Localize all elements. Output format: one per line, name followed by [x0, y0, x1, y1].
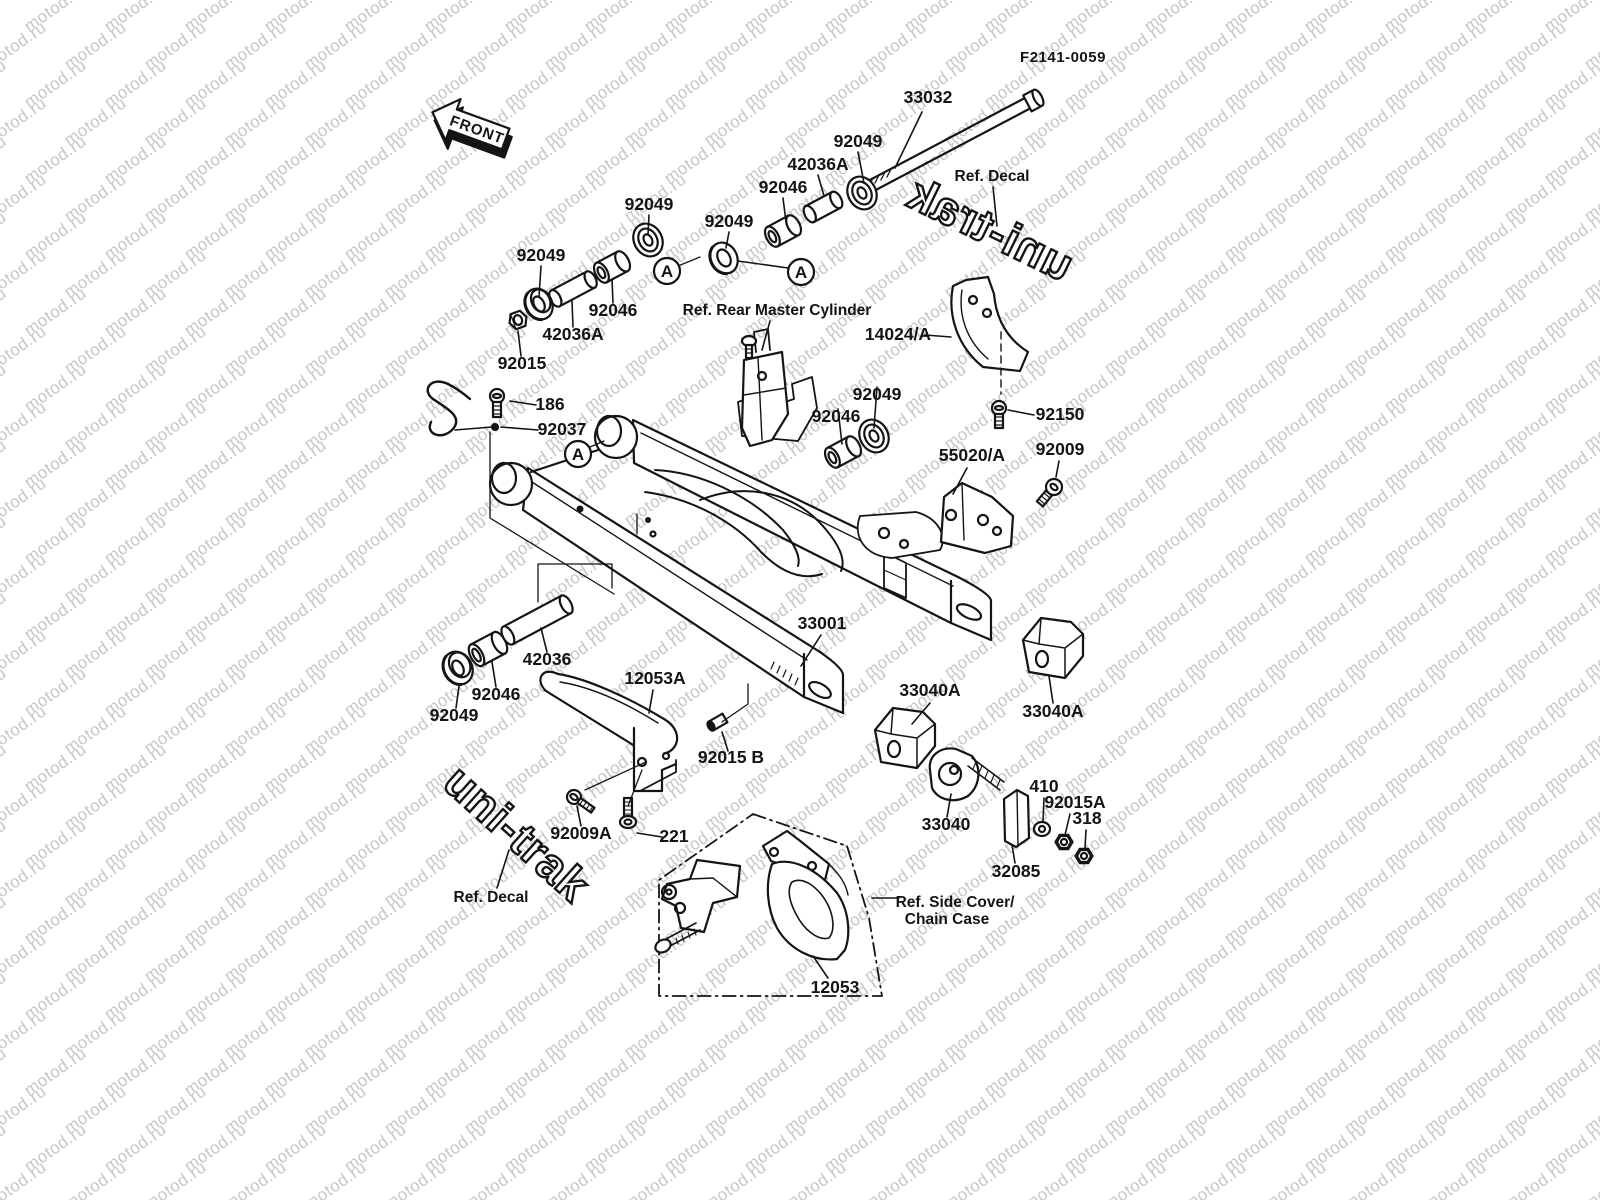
marker-letter: A [661, 262, 673, 281]
marker-circle [563, 439, 593, 469]
part-label-92049: 92049 [517, 245, 566, 265]
part-label-42036a: 42036A [787, 154, 849, 174]
part-label-14024-a: 14024/A [865, 324, 932, 344]
label-ref-decal: Ref. Decal [454, 889, 529, 906]
nut-318 [1074, 847, 1094, 865]
label-ref-rear-master-cylinder: Ref. Rear Master Cylinder [683, 302, 872, 319]
alignment-lines [489, 256, 749, 807]
part-label-92049: 92049 [430, 705, 479, 725]
chain-case-bracket [654, 858, 742, 954]
label-f2141-0059: F2141-0059 [1020, 49, 1106, 66]
part-label-33040: 33040 [922, 814, 971, 834]
marker-letter: A [572, 445, 584, 464]
part-label-92015: 92015 [498, 353, 547, 373]
bracket-55020 [939, 477, 1064, 555]
marker-layer: A A A [563, 256, 816, 469]
bracket-14024 [950, 275, 1030, 430]
side-cover-boundary [658, 813, 883, 997]
bolt-221 [618, 796, 638, 830]
part-label-92046: 92046 [812, 406, 861, 426]
adjuster-33040 [928, 747, 1005, 802]
bushing-stack-right [708, 175, 878, 276]
adjuster-block-33040a-right [1021, 616, 1085, 680]
assembly-marker-a: A [652, 256, 682, 286]
part-label-33040a: 33040A [1022, 701, 1084, 721]
chain-guide-12053a [539, 670, 729, 793]
marker-circle [652, 256, 682, 286]
axle-rod-33032 [864, 88, 1045, 194]
leader-lines [455, 111, 1087, 979]
pin-92015b [706, 712, 729, 732]
part-label-92049: 92049 [834, 131, 883, 151]
chain-guard-12053 [761, 829, 850, 961]
part-label-92049: 92049 [853, 384, 902, 404]
front-arrow: FRONT [431, 97, 513, 159]
part-label-92046: 92046 [759, 177, 808, 197]
part-label-92150: 92150 [1036, 404, 1085, 424]
label-layer: F2141-0059330329204942036A92046920499204… [430, 49, 1106, 997]
swingarm-33001 [488, 376, 993, 715]
part-label-92046: 92046 [472, 684, 521, 704]
part-label-42036: 42036 [523, 649, 572, 669]
part-label-33032: 33032 [904, 87, 953, 107]
bushing-stack-left [508, 222, 664, 331]
assembly-marker-a: A [786, 257, 816, 287]
marker-circle [786, 257, 816, 287]
part-label-92046: 92046 [589, 300, 638, 320]
uni-trak-decal-mirrored: uni-trak [900, 167, 1082, 291]
part-label-32085: 32085 [992, 861, 1041, 881]
screw-92009a [565, 788, 596, 814]
master-cylinder-bracket [740, 328, 790, 448]
bushing-stack-bottom [441, 594, 574, 686]
part-label-186: 186 [535, 394, 564, 414]
marker-letter: A [795, 263, 807, 282]
part-label-55020-a: 55020/A [939, 445, 1006, 465]
part-label-92049: 92049 [625, 194, 674, 214]
label-ref-decal: Ref. Decal [955, 168, 1030, 185]
part-label-33001: 33001 [798, 613, 847, 633]
part-label-92049: 92049 [705, 211, 754, 231]
part-label-92015a: 92015A [1044, 792, 1106, 812]
label-ref-side-cover: Ref. Side Cover/ [896, 894, 1016, 911]
bolt-92009 [1035, 477, 1064, 508]
part-label-92009: 92009 [1036, 439, 1085, 459]
part-label-92037: 92037 [538, 419, 587, 439]
clip-and-bolt [426, 380, 506, 437]
part-label-221: 221 [659, 826, 688, 846]
part-label-12053: 12053 [811, 977, 860, 997]
label-chain-case: Chain Case [905, 911, 990, 928]
part-label-92015-b: 92015 B [698, 747, 764, 767]
bushing-stack-mid [823, 418, 890, 469]
part-label-410: 410 [1029, 776, 1058, 796]
nut-92015a [1054, 833, 1074, 851]
part-label-318: 318 [1072, 808, 1101, 828]
assembly-marker-a: A [563, 439, 593, 469]
part-label-33040a: 33040A [899, 680, 961, 700]
part-label-92009a: 92009A [550, 823, 612, 843]
washer-410 [1032, 820, 1052, 838]
plate-32085 [1002, 788, 1031, 849]
adjuster-block-33040a-left [873, 706, 937, 770]
part-label-42036a: 42036A [542, 324, 604, 344]
part-label-12053a: 12053A [624, 668, 686, 688]
